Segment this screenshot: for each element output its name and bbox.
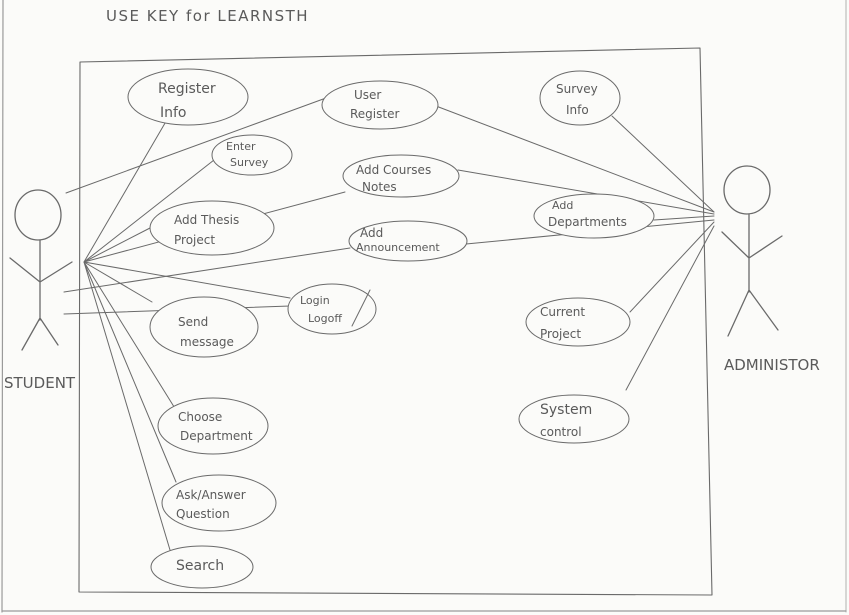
use-case-label-line2: Info	[160, 105, 187, 121]
use-case-label-line2: Project	[174, 233, 215, 247]
use-case-label-line1: System	[540, 402, 592, 418]
use-case-label-line2: Survey	[230, 156, 269, 169]
use-case-login-logoff: Login Logoff	[287, 283, 377, 335]
use-case-system-control: System control	[518, 394, 630, 444]
use-case-shape	[321, 80, 439, 130]
assoc-admin-add-courses	[457, 169, 715, 215]
use-case-shape	[211, 134, 293, 176]
use-case-shape	[533, 193, 655, 239]
student-body	[9, 239, 73, 351]
assoc-student-register-info	[83, 117, 169, 263]
use-case-label-line2: control	[540, 425, 582, 439]
use-case-label-line1: Survey	[556, 82, 598, 96]
use-case-label-line1: Add	[552, 199, 573, 212]
use-case-label-line1: Add	[360, 226, 383, 240]
admin-body	[721, 213, 783, 337]
use-case-survey-info: Survey Info	[539, 70, 621, 126]
assoc-student-login	[83, 261, 291, 299]
use-case-ask-answer-question: Ask/Answer Question	[161, 474, 277, 532]
assoc-student-choose-department	[83, 261, 177, 411]
use-case-shape	[539, 70, 621, 126]
use-case-label-line1: Add Thesis	[174, 213, 239, 227]
use-case-label-line2: Question	[176, 507, 230, 521]
system-boundary	[78, 47, 713, 596]
use-case-add-announcement: Add Announcement	[348, 220, 468, 262]
assoc-student-add-thesis	[83, 227, 151, 263]
login-slash	[351, 289, 371, 327]
use-case-send-message: Send message	[149, 296, 259, 358]
use-case-label-line2: Register	[350, 107, 399, 121]
student-associations	[63, 97, 351, 551]
use-case-label-line1: User	[354, 88, 381, 102]
assoc-student-ask-question	[83, 261, 177, 483]
use-case-shape	[161, 474, 277, 532]
use-case-shape	[127, 68, 249, 126]
use-case-shape	[150, 545, 254, 589]
use-case-label-line1: Choose	[178, 410, 222, 424]
use-case-label-line1: Current	[540, 305, 585, 319]
assoc-admin-current-project	[629, 221, 715, 313]
use-case-shape	[525, 297, 631, 347]
use-case-label-line2: Notes	[362, 180, 397, 194]
use-case-search: Search	[150, 545, 254, 589]
use-case-label-line1: Add Courses	[356, 163, 431, 177]
use-case-current-project: Current Project	[525, 297, 631, 347]
use-case-label-line2: Department	[180, 429, 253, 443]
use-case-label-line2: message	[180, 335, 234, 349]
admin-associations	[435, 105, 715, 391]
use-case-label-line1: Login	[300, 294, 330, 307]
assoc-admin-system-control	[625, 225, 715, 391]
admin-actor: ADMINISTOR	[721, 165, 820, 374]
admin-label: ADMINISTOR	[724, 356, 820, 374]
assoc-admin-user-register	[435, 105, 715, 213]
use-case-shape	[342, 154, 460, 198]
use-case-shape	[157, 397, 269, 455]
diagram-title: USE KEY for LEARNSTH	[106, 7, 309, 25]
use-case-label-line1: Enter	[226, 140, 256, 153]
admin-head	[723, 165, 771, 215]
use-case-label-line2: Info	[566, 103, 589, 117]
assoc-student-add-announcement	[63, 247, 351, 293]
paper-edge-left	[1, 0, 4, 613]
use-case-shape	[149, 296, 259, 358]
assoc-student-search	[83, 261, 171, 551]
student-head	[14, 189, 62, 241]
use-case-label-line2: Announcement	[356, 241, 440, 254]
assoc-admin-survey-info	[611, 115, 715, 213]
use-case-shape	[348, 220, 468, 262]
use-case-choose-department: Choose Department	[157, 397, 269, 455]
use-case-label-line1: Register	[158, 81, 216, 97]
assoc-admin-add-departments	[653, 215, 715, 221]
use-case-add-departments: Add Departments	[533, 193, 655, 239]
use-case-shape	[518, 394, 630, 444]
student-actor: STUDENT	[4, 189, 76, 392]
use-case-add-thesis-project: Add Thesis Project	[149, 200, 275, 256]
student-label: STUDENT	[4, 374, 76, 392]
assoc-student-user-register	[65, 97, 327, 194]
use-case-add-courses-notes: Add Courses Notes	[342, 154, 460, 198]
assoc-student-send-message	[83, 261, 153, 303]
use-case-label-line2: Project	[540, 327, 581, 341]
use-case-shape	[287, 283, 377, 335]
use-case-enter-survey: Enter Survey	[211, 134, 293, 176]
use-case-label-line2: Logoff	[308, 312, 342, 325]
assoc-student-enter-survey	[83, 159, 215, 263]
use-case-label-line1: Ask/Answer	[176, 488, 246, 502]
use-case-label-line2: Departments	[548, 215, 627, 229]
use-case-user-register: User Register	[321, 80, 439, 130]
use-case-label-line1: Search	[176, 558, 224, 574]
use-case-shape	[149, 200, 275, 256]
use-case-label-line1: Send	[178, 315, 208, 329]
use-case-register-info: Register Info	[127, 68, 249, 126]
